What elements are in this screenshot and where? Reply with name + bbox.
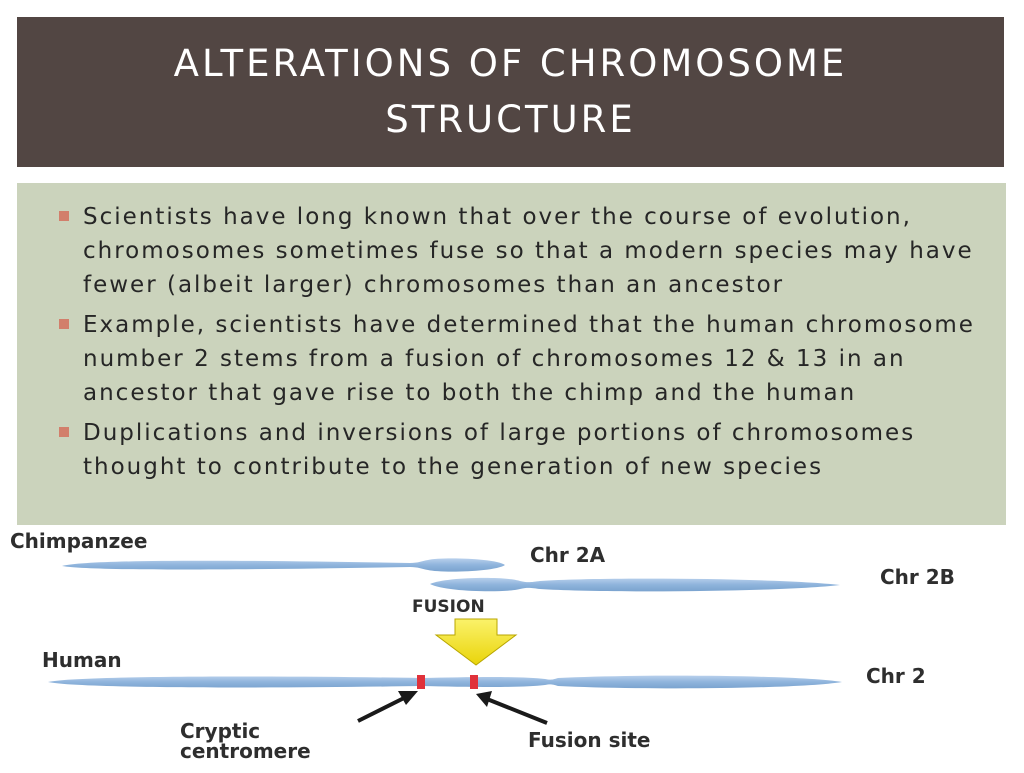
bullet-item: Duplications and inversions of large por… xyxy=(59,416,976,484)
fusion-site-band xyxy=(470,675,478,689)
fusion-site-label: Fusion site xyxy=(528,728,651,752)
cryptic-label-line1: Cryptic xyxy=(180,719,260,743)
chr2b-label: Chr 2B xyxy=(880,565,955,589)
bullet-text: Scientists have long known that over the… xyxy=(83,204,974,298)
bullet-text: Example, scientists have determined that… xyxy=(83,312,975,406)
human-label: Human xyxy=(42,648,122,672)
down-arrow-icon xyxy=(434,618,518,666)
title-bar: ALTERATIONS OF CHROMOSOME STRUCTURE xyxy=(17,17,1004,167)
chr2a-label: Chr 2A xyxy=(530,543,606,567)
square-bullet-icon xyxy=(59,427,69,437)
bullet-item: Scientists have long known that over the… xyxy=(59,200,976,302)
cryptic-centromere-band xyxy=(417,675,425,689)
bullet-text: Duplications and inversions of large por… xyxy=(83,420,916,480)
chimpanzee-label: Chimpanzee xyxy=(10,529,147,553)
slide-title: ALTERATIONS OF CHROMOSOME STRUCTURE xyxy=(173,42,848,141)
human-chr2-chromosome xyxy=(48,675,842,689)
square-bullet-icon xyxy=(59,319,69,329)
cryptic-centromere-arrow-icon xyxy=(357,691,418,723)
square-bullet-icon xyxy=(59,211,69,221)
chr2a-chromosome xyxy=(62,558,505,572)
fusion-site-arrow-icon xyxy=(476,691,548,725)
bullet-item: Example, scientists have determined that… xyxy=(59,308,976,410)
bullet-list: Scientists have long known that over the… xyxy=(59,200,976,484)
diagram-canvas: Chimpanzee Chr 2A Chr 2B FUSION Human Ch… xyxy=(10,529,955,763)
chromosome-fusion-diagram: Chimpanzee Chr 2A Chr 2B FUSION Human Ch… xyxy=(0,527,1024,768)
chr2-label: Chr 2 xyxy=(866,664,926,688)
cryptic-label-line2: centromere xyxy=(180,739,311,763)
chr2b-chromosome xyxy=(430,577,840,592)
bullet-content: Scientists have long known that over the… xyxy=(17,183,1006,525)
fusion-label: FUSION xyxy=(412,597,485,617)
